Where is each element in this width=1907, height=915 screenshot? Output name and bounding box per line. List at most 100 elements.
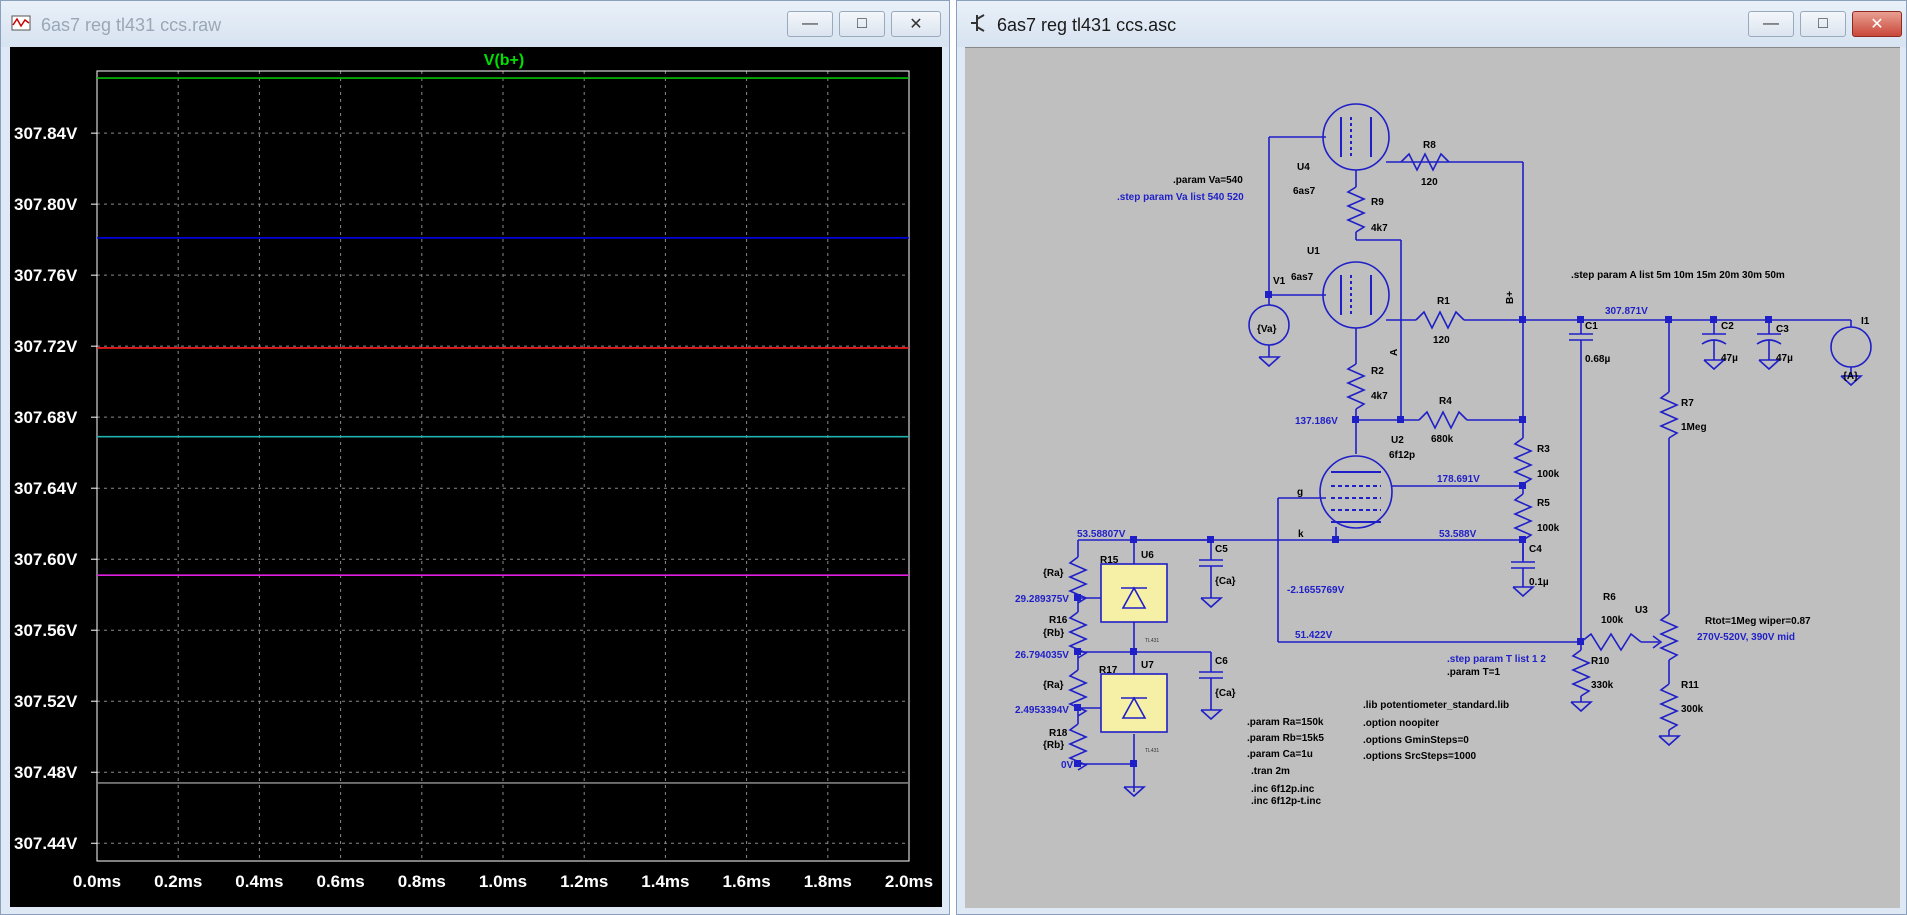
- y-tick-label: 307.56V: [14, 621, 78, 640]
- plot-frame: [96, 70, 910, 862]
- schematic-window-title: 6as7 reg tl431 ccs.asc: [997, 15, 1177, 35]
- r8-label: R8: [1423, 140, 1436, 151]
- dir-ca: .param Ca=1u: [1247, 749, 1313, 760]
- minimize-button[interactable]: —: [787, 11, 833, 37]
- y-tick-label: 307.72V: [14, 337, 78, 356]
- r16-label: R16: [1049, 615, 1068, 626]
- r17-label: R17: [1099, 665, 1118, 676]
- u2-label: U2: [1391, 435, 1404, 446]
- dir-tran: .tran 2m: [1251, 766, 1290, 777]
- pot-note-1: Rtot=1Meg wiper=0.87: [1705, 616, 1811, 627]
- waveform-window-title: 6as7 reg tl431 ccs.raw: [41, 15, 222, 35]
- y-tick-label: 307.84V: [14, 124, 78, 143]
- waveform-chart[interactable]: V(b+) 307.84V307.80V307.76V307.72V307.68…: [10, 47, 942, 907]
- v-26: 26.794035V: [1015, 650, 1069, 661]
- x-tick-label: 1.8ms: [804, 872, 852, 891]
- maximize-button[interactable]: □: [839, 11, 885, 37]
- component-labels[interactable]: U4 6as7 R8 120 R9 4k7 U1 6as7 V1 {Va} R1…: [1043, 140, 1870, 754]
- close-button[interactable]: ✕: [1852, 11, 1902, 37]
- r2-label: R2: [1371, 366, 1384, 377]
- u6-tl431-text: TL431: [1145, 638, 1159, 644]
- y-axis-labels: 307.84V307.80V307.76V307.72V307.68V307.6…: [14, 124, 78, 853]
- u1-label: U1: [1307, 246, 1320, 257]
- u7-tl431-text: TL431: [1145, 748, 1159, 754]
- tl431-u7[interactable]: [1100, 673, 1168, 733]
- v-out: 307.871V: [1605, 306, 1648, 317]
- dir-lib: .lib potentiometer_standard.lib: [1363, 700, 1509, 711]
- i1-label: I1: [1861, 316, 1870, 327]
- schematic-titlebar[interactable]: 6as7 reg tl431 ccs.asc — □ ✕: [957, 1, 1906, 47]
- y-tick-label: 307.52V: [14, 692, 78, 711]
- x-tick-label: 1.6ms: [722, 872, 770, 891]
- close-button[interactable]: ✕: [891, 11, 941, 37]
- v-137: 137.186V: [1295, 416, 1338, 427]
- u4-label: U4: [1297, 162, 1310, 173]
- r6-label: R6: [1603, 592, 1616, 603]
- c3-label: C3: [1776, 324, 1789, 335]
- minimize-button[interactable]: —: [1748, 11, 1794, 37]
- r3-label: R3: [1537, 444, 1550, 455]
- r3-value: 100k: [1537, 469, 1560, 480]
- minimize-icon: —: [1763, 15, 1779, 32]
- v-2: 2.4953394V: [1015, 705, 1069, 716]
- x-tick-label: 0.6ms: [316, 872, 364, 891]
- r1-label: R1: [1437, 296, 1450, 307]
- waveform-window[interactable]: 6as7 reg tl431 ccs.raw — □ ✕ V(b+) 307.8…: [0, 0, 950, 915]
- tube-u2-icon: [1319, 455, 1393, 529]
- u3-label: U3: [1635, 605, 1648, 616]
- u6-label: U6: [1141, 550, 1154, 561]
- close-icon: ✕: [1870, 16, 1884, 33]
- maximize-button[interactable]: □: [1800, 11, 1846, 37]
- x-tick-label: 1.0ms: [479, 872, 527, 891]
- schematic-window[interactable]: 6as7 reg tl431 ccs.asc — □ ✕: [956, 0, 1907, 915]
- net-bplus: B+: [1505, 291, 1516, 304]
- voltage-annotations[interactable]: 307.871V 137.186V 178.691V 53.58807V 53.…: [1015, 306, 1648, 771]
- u7-label: U7: [1141, 660, 1154, 671]
- trace-label-vbplus[interactable]: V(b+): [484, 52, 524, 69]
- schematic-drawing[interactable]: U4 6as7 R8 120 R9 4k7 U1 6as7 V1 {Va} R1…: [965, 48, 1900, 908]
- x-tick-label: 2.0ms: [885, 872, 933, 891]
- y-tick-label: 307.68V: [14, 408, 78, 427]
- v-neg: -2.1655769V: [1287, 585, 1345, 596]
- r9-value: 4k7: [1371, 223, 1388, 234]
- r9-label: R9: [1371, 197, 1384, 208]
- net-a: A: [1389, 349, 1400, 356]
- c1-value: 0.68µ: [1585, 354, 1610, 365]
- tl431-u6[interactable]: [1100, 563, 1168, 623]
- r7-value: 1Meg: [1681, 422, 1707, 433]
- r15-value: {Ra}: [1043, 568, 1064, 579]
- traces: [97, 77, 909, 784]
- r7-label: R7: [1681, 398, 1694, 409]
- schematic-canvas[interactable]: U4 6as7 R8 120 R9 4k7 U1 6as7 V1 {Va} R1…: [965, 47, 1900, 908]
- r6-value: 100k: [1601, 615, 1624, 626]
- v1-value: {Va}: [1257, 324, 1277, 335]
- r2-value: 4k7: [1371, 391, 1388, 402]
- c2-value: 47µ: [1721, 353, 1738, 364]
- dir-step-va: .step param Va list 540 520: [1117, 192, 1244, 203]
- spice-directives[interactable]: .param Va=540 .step param Va list 540 52…: [1117, 175, 1811, 807]
- x-tick-label: 0.2ms: [154, 872, 202, 891]
- c3-value: 47µ: [1776, 353, 1793, 364]
- r16-value: {Rb}: [1043, 628, 1064, 639]
- dir-inc2: .inc 6f12p-t.inc: [1251, 796, 1321, 807]
- maximize-icon: □: [857, 15, 867, 32]
- r8-value: 120: [1421, 177, 1438, 188]
- v-53a: 53.58807V: [1077, 529, 1126, 540]
- r10-label: R10: [1591, 656, 1610, 667]
- x-tick-label: 1.4ms: [641, 872, 689, 891]
- r4-value: 680k: [1431, 434, 1454, 445]
- tube-u4-icon: [1322, 103, 1390, 171]
- c5-label: C5: [1215, 544, 1228, 555]
- x-tick-label: 0.8ms: [398, 872, 446, 891]
- dir-rb: .param Rb=15k5: [1247, 733, 1324, 744]
- dir-inc1: .inc 6f12p.inc: [1251, 784, 1315, 795]
- r11-label: R11: [1681, 680, 1699, 691]
- r18-value: {Rb}: [1043, 740, 1064, 751]
- waveform-titlebar[interactable]: 6as7 reg tl431 ccs.raw — □ ✕: [1, 1, 949, 47]
- y-tick-label: 307.44V: [14, 834, 78, 853]
- c4-value: 0.1µ: [1529, 577, 1549, 588]
- wires: [1068, 103, 1872, 798]
- v-29: 29.289375V: [1015, 594, 1069, 605]
